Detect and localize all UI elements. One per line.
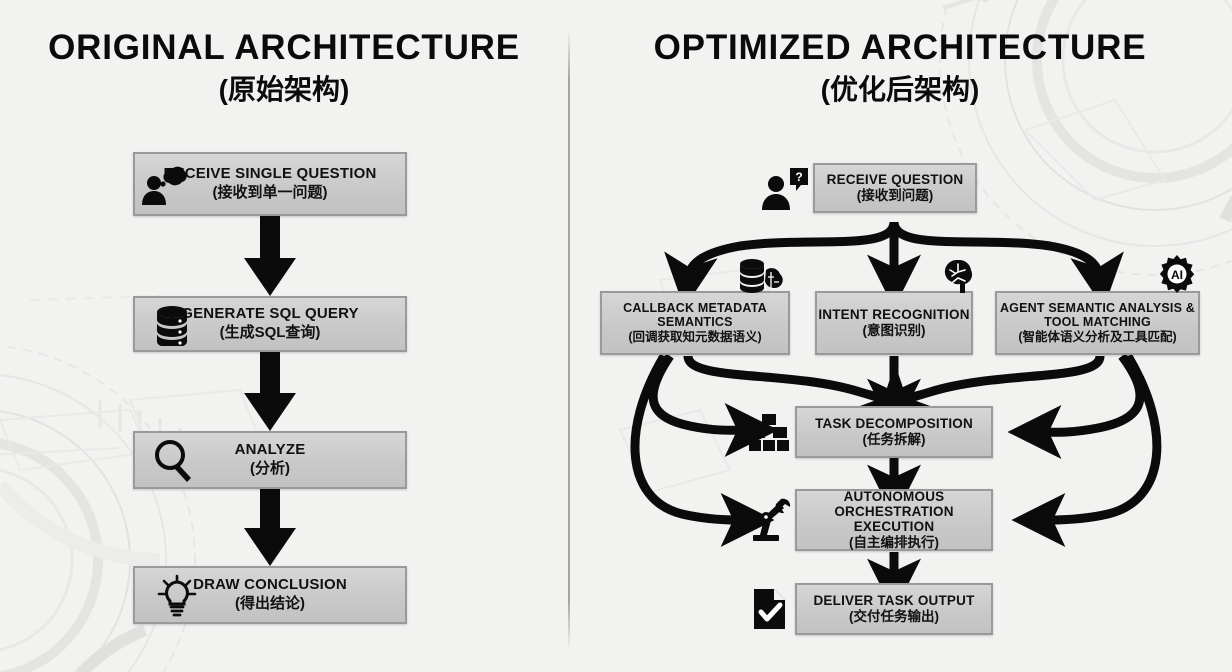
node-label-en: RECEIVE QUESTION: [826, 171, 964, 187]
node-label-zh: (智能体语义分析及工具匹配): [1018, 330, 1177, 344]
svg-text:?: ?: [795, 170, 802, 184]
node-label-zh: (接收到问题): [856, 187, 934, 203]
brain-icon: [938, 256, 978, 296]
node-label-en: CALLBACK METADATA SEMANTICS: [623, 301, 767, 329]
node-label-en: GENERATE SQL QUERY: [181, 305, 359, 323]
node-label-en: TASK DECOMPOSITION: [815, 415, 973, 431]
node-label-en: DELIVER TASK OUTPUT: [813, 592, 975, 608]
database-icon: [152, 304, 192, 346]
ai-gear-label: AI: [1171, 268, 1183, 282]
left-title-en: ORIGINAL ARCHITECTURE: [48, 28, 520, 67]
database-brain-icon: [735, 258, 783, 294]
right-title-en: OPTIMIZED ARCHITECTURE: [653, 28, 1147, 67]
node-deliver-task-output[interactable]: DELIVER TASK OUTPUT (交付任务输出): [795, 583, 993, 635]
node-label-zh: (交付任务输出): [849, 608, 939, 624]
node-task-decomposition[interactable]: TASK DECOMPOSITION (任务拆解): [795, 406, 993, 458]
node-label-en: ANALYZE: [234, 441, 306, 459]
node-label-zh: (生成SQL查询): [219, 323, 321, 341]
robot-arm-icon: [745, 495, 793, 543]
right-panel-title: OPTIMIZED ARCHITECTURE (优化后架构): [568, 28, 1232, 109]
node-label-zh: (分析): [250, 459, 290, 477]
node-label-en: RECEIVE SINGLE QUESTION: [163, 165, 377, 183]
magnifier-icon: [152, 438, 196, 482]
left-panel-title: ORIGINAL ARCHITECTURE (原始架构): [0, 28, 568, 109]
node-callback-metadata-semantics[interactable]: CALLBACK METADATA SEMANTICS (回调获取知元数据语义): [600, 291, 790, 355]
node-label-zh: (任务拆解): [862, 431, 926, 447]
lightbulb-icon: [155, 573, 199, 617]
node-label-zh: (意图识别): [862, 322, 926, 338]
node-label-zh: (回调获取知元数据语义): [628, 330, 762, 344]
node-label-en: DRAW CONCLUSION: [193, 576, 347, 594]
node-label-en: INTENT RECOGNITION: [818, 306, 970, 322]
node-label-en: AUTONOMOUS ORCHESTRATION EXECUTION: [834, 488, 954, 534]
node-label-zh: (得出结论): [235, 594, 305, 612]
right-title-zh: (优化后架构): [820, 73, 980, 105]
left-title-zh: (原始架构): [218, 73, 350, 105]
node-label-zh: (自主编排执行): [849, 535, 939, 551]
node-receive-question[interactable]: RECEIVE QUESTION (接收到问题): [813, 163, 977, 213]
person-question-icon: ?: [760, 166, 810, 212]
person-thought-bubble-icon: [139, 163, 187, 207]
node-autonomous-orchestration-execution[interactable]: AUTONOMOUS ORCHESTRATION EXECUTION (自主编排…: [795, 489, 993, 551]
node-agent-semantic-analysis[interactable]: AGENT SEMANTIC ANALYSIS & TOOL MATCHING …: [995, 291, 1200, 355]
node-label-zh: (接收到单一问题): [212, 183, 328, 201]
node-intent-recognition[interactable]: INTENT RECOGNITION (意图识别): [815, 291, 973, 355]
ai-gear-icon: AI: [1157, 254, 1197, 294]
blocks-icon: [747, 412, 791, 452]
node-label-en: AGENT SEMANTIC ANALYSIS & TOOL MATCHING: [999, 301, 1196, 329]
panel-divider: [568, 30, 570, 650]
document-check-icon: [751, 587, 791, 631]
